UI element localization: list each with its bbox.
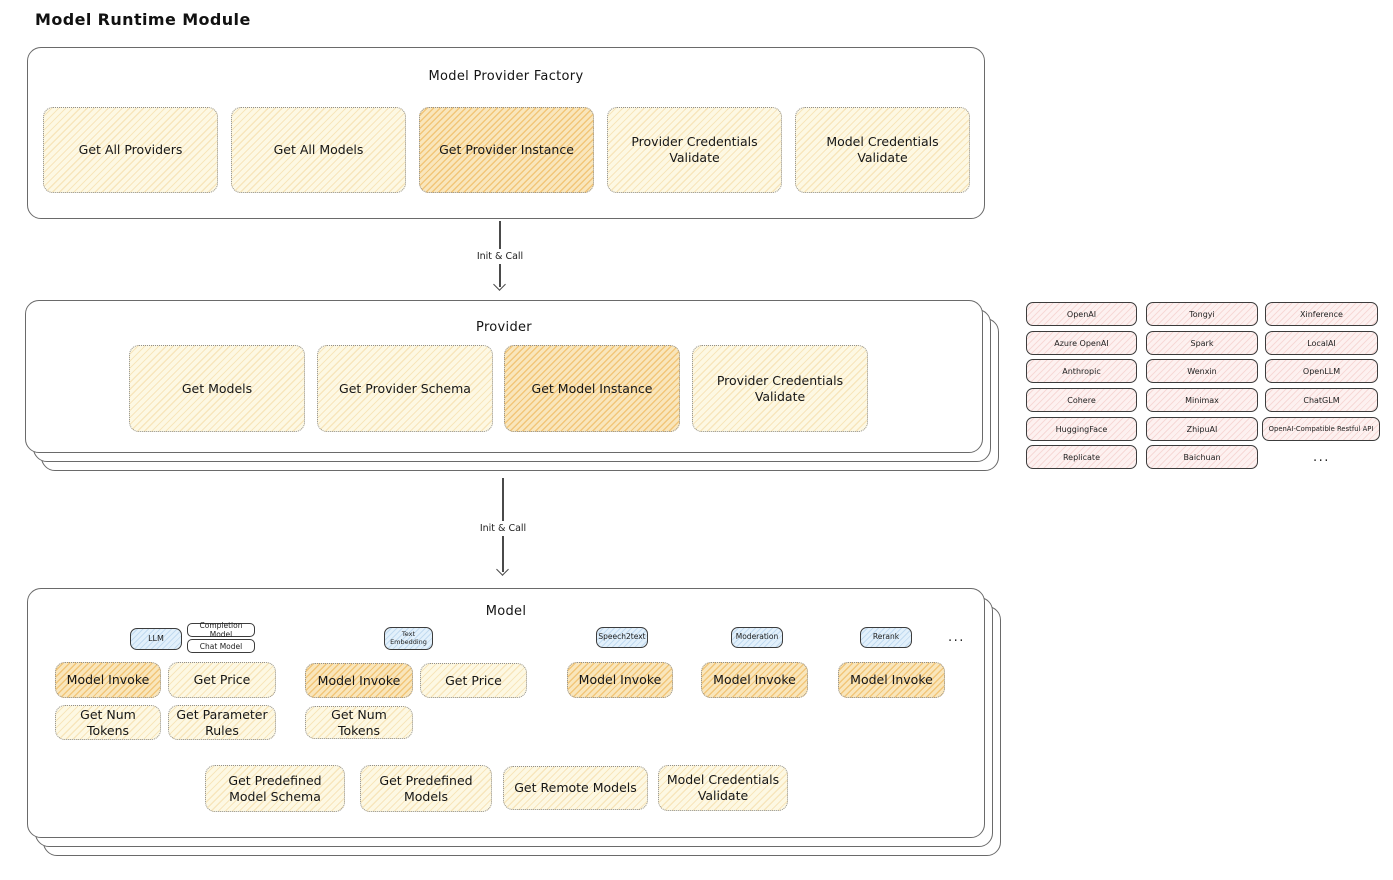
- model-type-rerank: Rerank: [860, 627, 912, 648]
- llm-get-parameter-rules: Get Parameter Rules: [168, 705, 276, 740]
- provider-get-model-instance: Get Model Instance: [504, 345, 680, 432]
- model-type-completion-model: Completion Model: [187, 621, 255, 639]
- provider-item-localai: LocalAI: [1265, 331, 1378, 355]
- moderation-model-invoke: Model Invoke: [701, 662, 808, 698]
- embedding-get-price: Get Price: [420, 663, 527, 698]
- provider-item-replicate: Replicate: [1026, 445, 1137, 469]
- provider-provider-credentials-validate: Provider Credentials Validate: [692, 345, 868, 432]
- llm-get-num-tokens: Get Num Tokens: [55, 705, 161, 740]
- provider-item-chatglm: ChatGLM: [1265, 388, 1378, 412]
- provider-item-azure-openai: Azure OpenAI: [1026, 331, 1137, 355]
- factory-get-provider-instance: Get Provider Instance: [419, 107, 594, 193]
- embedding-model-invoke: Model Invoke: [305, 663, 413, 698]
- rerank-model-invoke: Model Invoke: [838, 662, 945, 698]
- provider-item-openai-compatible-restful-api: OpenAI-Compatible Restful API: [1262, 417, 1380, 441]
- page-title: Model Runtime Module: [35, 10, 251, 29]
- get-predefined-model-schema: Get Predefined Model Schema: [205, 765, 345, 812]
- arrow-down-icon: [496, 563, 509, 576]
- provider-title: Provider: [476, 320, 532, 335]
- provider-item-huggingface: HuggingFace: [1026, 417, 1137, 441]
- provider-item-openllm: OpenLLM: [1265, 359, 1378, 383]
- model-type-llm: LLM: [130, 628, 182, 650]
- provider-item-openai: OpenAI: [1026, 302, 1137, 326]
- model-type-text-embedding: Text Embedding: [384, 627, 433, 650]
- factory-provider-credentials-validate: Provider Credentials Validate: [607, 107, 782, 193]
- model-type-speech2text: Speech2text: [596, 627, 648, 648]
- get-predefined-models: Get Predefined Models: [360, 765, 492, 812]
- arrow-down-icon: [493, 278, 506, 291]
- llm-get-price: Get Price: [168, 662, 276, 698]
- init-call-label-1: Init & Call: [471, 249, 529, 264]
- provider-item-anthropic: Anthropic: [1026, 359, 1137, 383]
- provider-item-zhipuai: ZhipuAI: [1146, 417, 1258, 441]
- factory-get-all-models: Get All Models: [231, 107, 406, 193]
- model-type-chat-model: Chat Model: [187, 639, 255, 653]
- provider-get-models: Get Models: [129, 345, 305, 432]
- provider-item-minimax: Minimax: [1146, 388, 1258, 412]
- provider-item-cohere: Cohere: [1026, 388, 1137, 412]
- provider-item-tongyi: Tongyi: [1146, 302, 1258, 326]
- model-type-moderation: Moderation: [731, 627, 783, 648]
- init-call-label-2: Init & Call: [474, 521, 532, 536]
- model-model-credentials-validate: Model Credentials Validate: [658, 765, 788, 811]
- get-remote-models: Get Remote Models: [503, 766, 648, 810]
- provider-get-provider-schema: Get Provider Schema: [317, 345, 493, 432]
- provider-item-xinference: Xinference: [1265, 302, 1378, 326]
- provider-item-wenxin: Wenxin: [1146, 359, 1258, 383]
- provider-item-baichuan: Baichuan: [1146, 445, 1258, 469]
- llm-model-invoke: Model Invoke: [55, 662, 161, 698]
- speech2text-model-invoke: Model Invoke: [567, 662, 673, 698]
- model-types-more: ...: [948, 630, 965, 645]
- factory-get-all-providers: Get All Providers: [43, 107, 218, 193]
- factory-model-credentials-validate: Model Credentials Validate: [795, 107, 970, 193]
- factory-title: Model Provider Factory: [428, 69, 584, 84]
- embedding-get-num-tokens: Get Num Tokens: [305, 706, 413, 739]
- provider-list-more: ...: [1313, 450, 1330, 465]
- provider-item-spark: Spark: [1146, 331, 1258, 355]
- model-title: Model: [485, 604, 527, 619]
